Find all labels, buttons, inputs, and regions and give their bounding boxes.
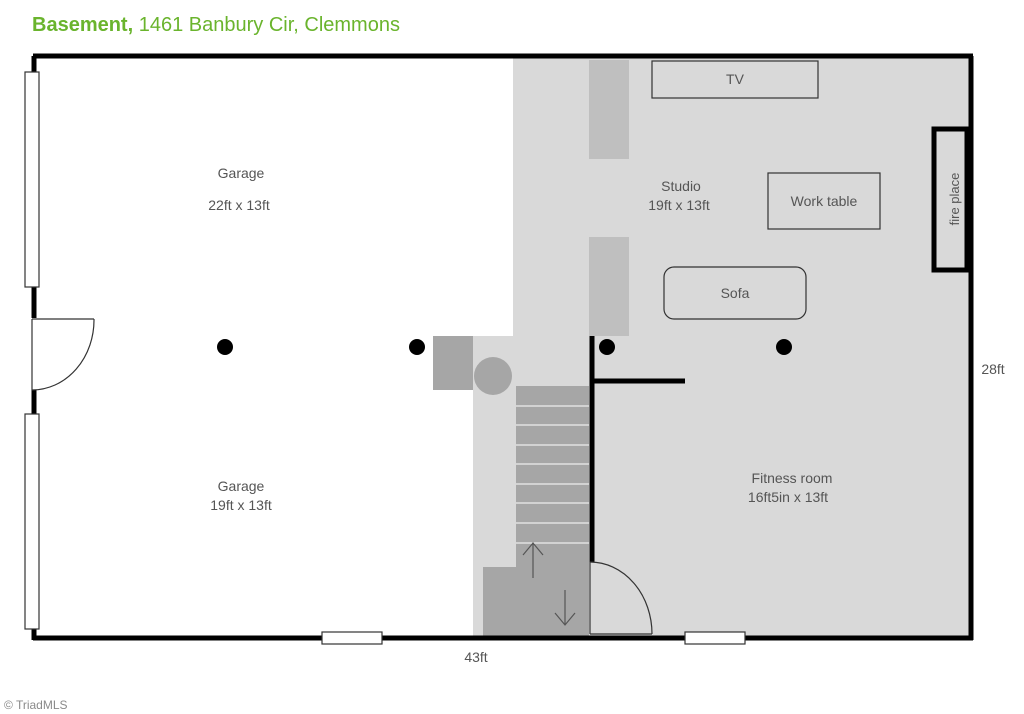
- plan-level: Basement,: [32, 14, 134, 36]
- depth-dimension: 28ft: [981, 361, 1004, 377]
- door-opening-left: [30, 318, 40, 390]
- garage-bottom-size: 19ft x 13ft: [210, 497, 272, 513]
- window-left-lower: [24, 413, 40, 630]
- fitness-room-size: 16ft5in x 13ft: [748, 489, 828, 505]
- pillar-middle: [589, 237, 629, 336]
- stairs: [483, 386, 589, 638]
- width-dimension: 43ft: [464, 649, 487, 665]
- tv-fixture: [651, 60, 819, 99]
- sofa-label: Sofa: [721, 285, 750, 301]
- garage-top-name: Garage: [218, 165, 265, 181]
- window-bottom-right: [684, 631, 746, 645]
- support-post: [776, 339, 792, 355]
- support-post: [217, 339, 233, 355]
- door-fitness[interactable]: [589, 561, 653, 635]
- support-post: [409, 339, 425, 355]
- stair-landing: [483, 567, 516, 638]
- plan-title: Basement, 1461 Banbury Cir, Clemmons: [32, 14, 400, 37]
- studio-name: Studio: [661, 178, 701, 194]
- studio-size: 19ft x 13ft: [648, 197, 710, 213]
- copyright-notice: © TriadMLS: [4, 698, 68, 712]
- fitness-room-name: Fitness room: [752, 470, 833, 486]
- tv-label: TV: [726, 71, 745, 87]
- garage-top-size: 22ft x 13ft: [208, 197, 270, 213]
- support-post: [599, 339, 615, 355]
- sofa-fixture: [663, 266, 807, 320]
- work-table-fixture: [767, 172, 881, 230]
- window-bottom-left: [321, 631, 383, 645]
- door-left[interactable]: [31, 318, 95, 391]
- window-left-upper: [24, 71, 40, 288]
- plan-address: 1461 Banbury Cir, Clemmons: [138, 14, 400, 36]
- garage-bottom-name: Garage: [218, 478, 265, 494]
- pillar-top: [589, 60, 629, 159]
- utility-box: [433, 336, 473, 390]
- fire-place-fixture: [931, 126, 970, 273]
- work-table-label: Work table: [791, 193, 858, 209]
- water-heater-icon: [474, 357, 512, 395]
- fire-place-label: fire place: [947, 173, 962, 226]
